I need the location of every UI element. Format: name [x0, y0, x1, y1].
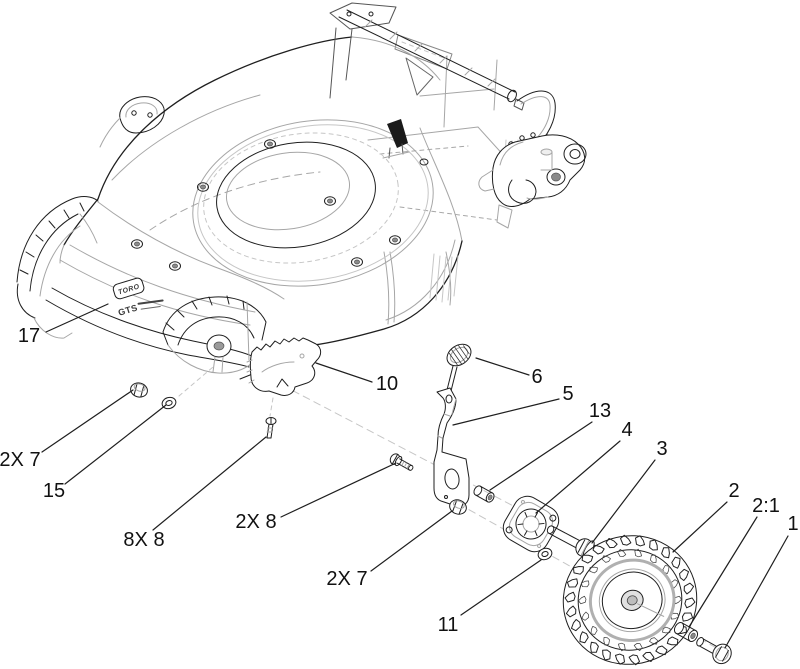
- height-lever-knob-6: [446, 343, 472, 367]
- deck-center-ring: [192, 119, 434, 287]
- front-left-fender: [16, 196, 99, 339]
- handle-rails: [338, 9, 525, 111]
- deck-skirt-hatch: [429, 253, 459, 303]
- leader-line: [370, 510, 453, 572]
- screw-8x8: [265, 417, 277, 439]
- callout-1-2X7: 2X 7: [0, 389, 134, 471]
- callout-label: 2:1: [752, 495, 780, 517]
- callout-14-2:1: 2:1: [688, 495, 780, 628]
- callout-label: 8X 8: [123, 529, 164, 551]
- rear-wheel-2: [562, 534, 698, 666]
- leader-line: [688, 516, 758, 628]
- callout-label: 2X 7: [326, 568, 367, 590]
- callout-11-4: 4: [535, 419, 633, 514]
- deck-left-edge: [63, 198, 99, 246]
- callout-label: 17: [18, 325, 40, 347]
- callout-label: 2X 7: [0, 449, 41, 471]
- callout-2-15: 15: [43, 404, 167, 502]
- deck-bolts: [131, 139, 401, 271]
- leader-line: [152, 436, 267, 531]
- washer-11: [537, 547, 553, 561]
- callout-0-17: 17: [18, 303, 109, 347]
- callout-8-6: 6: [475, 357, 543, 388]
- leader-line: [672, 501, 728, 553]
- bracket-boss: [563, 143, 587, 165]
- leader-line: [724, 535, 789, 649]
- leader-line: [535, 440, 621, 514]
- leader-line: [45, 303, 109, 333]
- bolt-2x8: [389, 453, 414, 471]
- callout-6-11: 11: [438, 559, 542, 636]
- mower-deck: TORO GTS: [16, 2, 587, 380]
- cable-clip: [382, 119, 429, 166]
- callout-label: 3: [656, 438, 667, 460]
- leader-line: [460, 559, 542, 616]
- spacer-13: [473, 485, 495, 503]
- height-lever-5: [433, 365, 470, 507]
- callout-label: 5: [562, 383, 573, 405]
- callout-13-2: 2: [672, 480, 740, 553]
- leader-line: [41, 389, 134, 453]
- callout-4-2X8: 2X 8: [235, 462, 397, 533]
- deck-top-edge: [97, 36, 353, 200]
- callout-label: 2X 8: [235, 511, 276, 533]
- washer-15: [161, 396, 177, 410]
- callout-label: 4: [621, 419, 632, 441]
- callout-label: 11: [438, 614, 459, 636]
- leader-line: [489, 421, 593, 491]
- callout-3-8X8: 8X 8: [123, 436, 267, 551]
- callout-label: 10: [376, 373, 398, 395]
- badge-model-text: GTS: [117, 302, 139, 317]
- nut-2x7-axle: [449, 499, 467, 515]
- baffle-bracket-10: [246, 337, 322, 396]
- bracket-bushing-boss: [546, 168, 566, 186]
- callout-label: 1: [787, 513, 798, 535]
- leader-line: [475, 357, 530, 376]
- leader-line: [280, 462, 397, 518]
- leader-line: [452, 398, 560, 426]
- front-mount-plate: [99, 96, 165, 148]
- callout-7-10: 10: [315, 362, 398, 395]
- leader-line: [315, 362, 373, 383]
- callout-12-3: 3: [591, 438, 668, 544]
- callout-9-5: 5: [452, 383, 574, 426]
- callout-15-1: 1: [724, 513, 799, 649]
- nut-left: [130, 382, 148, 398]
- handle-tower: [329, 2, 498, 128]
- leader-line: [64, 404, 167, 485]
- callout-label: 13: [589, 400, 611, 422]
- leader-line: [591, 459, 656, 544]
- callout-label: 6: [531, 366, 542, 388]
- callout-label: 15: [43, 480, 65, 502]
- wheel-bolt-1: [696, 637, 732, 665]
- mid-fender: [162, 295, 267, 374]
- bushing-2-1: [673, 622, 699, 642]
- wheel-adjuster-housing-4: [502, 495, 560, 553]
- callout-5-2X7: 2X 7: [326, 510, 453, 590]
- rear-height-bracket: [478, 90, 587, 229]
- callout-label: 2: [728, 480, 739, 502]
- toro-badge: TORO GTS: [112, 277, 164, 318]
- callout-10-13: 13: [489, 400, 611, 491]
